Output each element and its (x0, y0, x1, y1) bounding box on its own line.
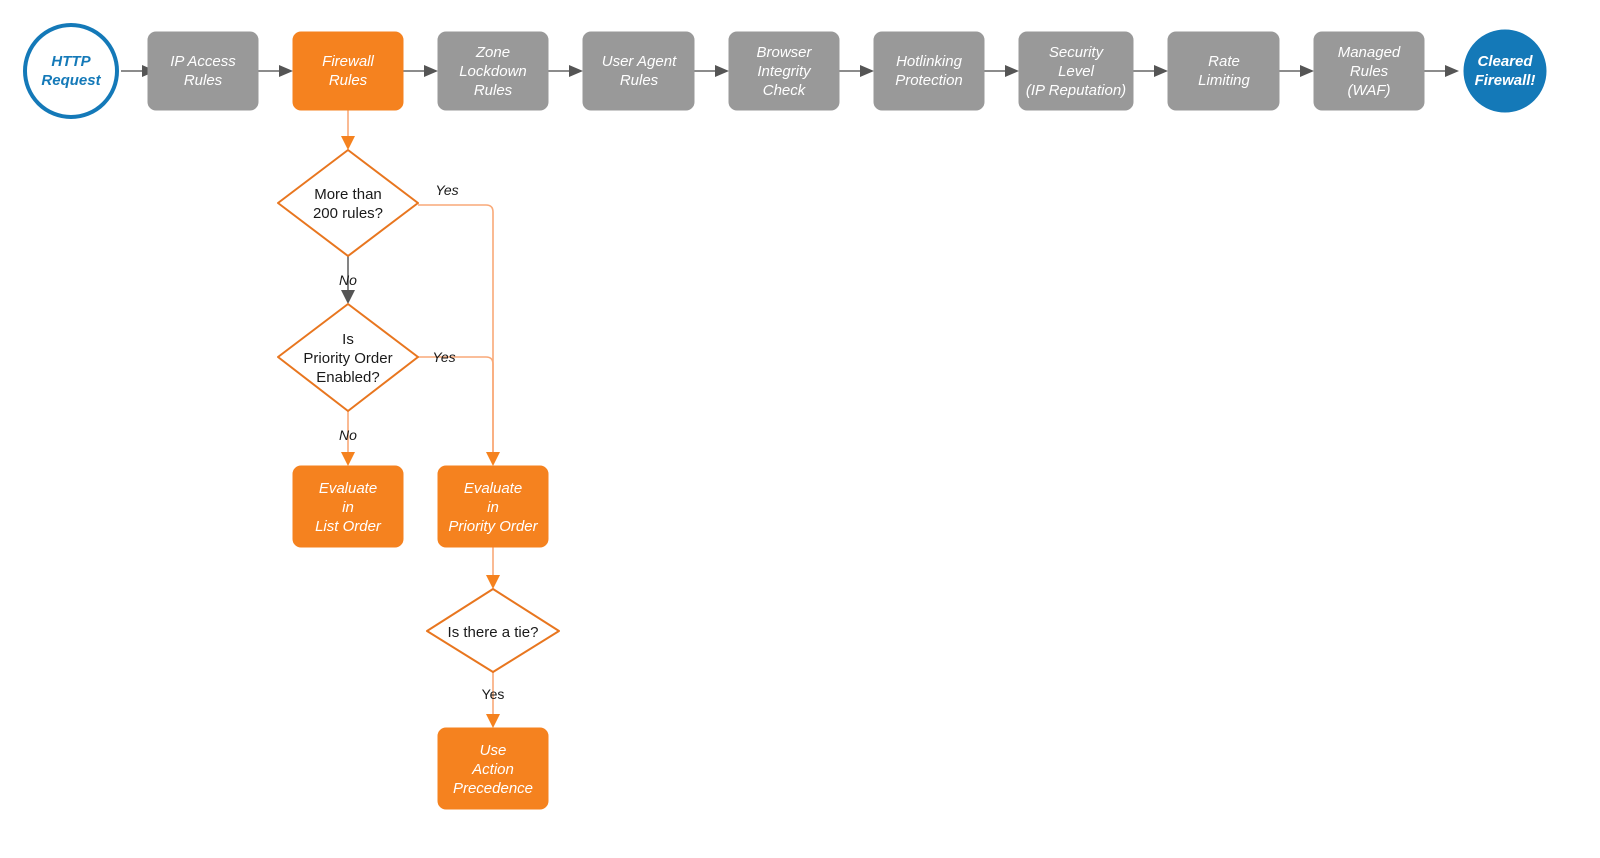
node-rate-limiting-line-1: Limiting (1198, 72, 1250, 89)
node-decision-priority-order-enabled[interactable]: Is Priority Order Enabled? (277, 303, 419, 412)
node-user-agent-rules[interactable]: User Agent Rules (582, 31, 695, 111)
node-managed-rules-waf-line-1: Rules (1350, 63, 1389, 80)
node-rate-limiting-line-0: Rate (1208, 53, 1240, 70)
node-browser-integrity-check[interactable]: Browser Integrity Check (728, 31, 840, 111)
node-cleared-firewall[interactable]: Cleared Firewall! (1463, 29, 1547, 113)
node-evaluate-in-list-order-line-1: in (342, 499, 354, 516)
node-decision-is-there-a-tie-line-0: Is there a tie? (448, 624, 539, 641)
node-cleared-firewall-line-0: Cleared (1477, 53, 1533, 70)
node-zone-lockdown-rules-line-2: Rules (474, 82, 513, 99)
node-user-agent-rules-line-1: Rules (620, 72, 659, 89)
arrowhead-zone-to-user-agent (569, 65, 583, 77)
arrowhead-managed-to-cleared (1445, 65, 1459, 77)
node-firewall-rules-line-0: Firewall (322, 53, 374, 70)
arrowhead-hotlinking-to-security (1005, 65, 1019, 77)
node-decision-more-than-200-rules-line-0: More than (314, 186, 382, 203)
node-decision-is-there-a-tie[interactable]: Is there a tie? (426, 588, 560, 673)
node-evaluate-in-priority-order-line-0: Evaluate (464, 480, 522, 497)
node-use-action-precedence-line-2: Precedence (453, 780, 533, 797)
node-evaluate-in-list-order[interactable]: Evaluate in List Order (292, 465, 404, 548)
arrowhead-user-agent-to-browser (715, 65, 729, 77)
arrowhead-decision2-no (341, 452, 355, 466)
node-browser-integrity-check-line-0: Browser (756, 44, 812, 61)
arrowhead-browser-to-hotlinking (860, 65, 874, 77)
node-evaluate-in-list-order-line-0: Evaluate (319, 480, 377, 497)
node-hotlinking-protection[interactable]: Hotlinking Protection (873, 31, 985, 111)
arrowhead-rate-to-managed (1300, 65, 1314, 77)
node-decision-priority-order-enabled-line-2: Enabled? (316, 369, 379, 386)
node-rate-limiting[interactable]: Rate Limiting (1167, 31, 1280, 111)
node-hotlinking-protection-line-1: Protection (895, 72, 963, 89)
edge-label-priority-yes: Yes (432, 349, 455, 365)
edge-labels: Yes No Yes No Yes (339, 182, 504, 702)
node-firewall-rules[interactable]: Firewall Rules (292, 31, 404, 111)
arrowhead-security-to-rate (1154, 65, 1168, 77)
node-ip-access-rules-line-1: Rules (184, 72, 223, 89)
node-security-level-line-2: (IP Reputation) (1026, 82, 1126, 99)
arrowhead-priority-to-tie (486, 575, 500, 589)
connector-decision2-yes (418, 356, 494, 452)
arrowhead-decision1-no (341, 290, 355, 304)
node-zone-lockdown-rules-line-1: Lockdown (459, 63, 527, 80)
node-browser-integrity-check-line-2: Check (763, 82, 807, 99)
arrowhead-firewall-to-zone (424, 65, 438, 77)
node-evaluate-in-list-order-line-2: List Order (315, 518, 382, 535)
branch-connectors (341, 110, 500, 728)
node-cleared-firewall-line-1: Firewall! (1475, 72, 1536, 89)
arrowhead-tie-yes (486, 714, 500, 728)
pipeline-connectors (121, 65, 1459, 77)
node-user-agent-rules-line-0: User Agent (602, 53, 677, 70)
edge-label-rules-no: No (339, 272, 357, 288)
node-decision-more-than-200-rules-line-1: 200 rules? (313, 205, 383, 222)
node-security-level-line-0: Security (1049, 44, 1105, 61)
node-use-action-precedence-line-0: Use (480, 742, 507, 759)
node-security-level[interactable]: Security Level (IP Reputation) (1018, 31, 1134, 111)
node-decision-priority-order-enabled-line-0: Is (342, 331, 354, 348)
node-managed-rules-waf-line-0: Managed (1338, 44, 1401, 61)
node-http-request-line-0: HTTP (51, 53, 91, 70)
node-evaluate-in-priority-order-line-2: Priority Order (448, 518, 538, 535)
node-evaluate-in-priority-order[interactable]: Evaluate in Priority Order (437, 465, 549, 548)
node-decision-more-than-200-rules[interactable]: More than 200 rules? (277, 149, 419, 257)
connector-decision1-yes (418, 204, 494, 452)
edge-label-tie-yes: Yes (482, 686, 505, 702)
node-zone-lockdown-rules-line-0: Zone (475, 44, 510, 61)
arrowhead-ip-access-to-firewall (279, 65, 293, 77)
node-http-request-line-1: Request (41, 72, 101, 89)
node-decision-priority-order-enabled-line-1: Priority Order (303, 350, 392, 367)
node-zone-lockdown-rules[interactable]: Zone Lockdown Rules (437, 31, 549, 111)
node-http-request[interactable]: HTTP Request (23, 23, 119, 119)
arrowhead-firewall-to-decision1 (341, 136, 355, 150)
node-ip-access-rules-line-0: IP Access (170, 53, 236, 70)
node-managed-rules-waf-line-2: (WAF) (1347, 82, 1390, 99)
node-managed-rules-waf[interactable]: Managed Rules (WAF) (1313, 31, 1425, 111)
node-hotlinking-protection-line-0: Hotlinking (896, 53, 963, 70)
node-security-level-line-1: Level (1058, 63, 1095, 80)
node-use-action-precedence[interactable]: Use Action Precedence (437, 727, 549, 810)
edge-label-priority-no: No (339, 427, 357, 443)
edge-label-rules-yes: Yes (435, 182, 458, 198)
node-browser-integrity-check-line-1: Integrity (757, 63, 812, 80)
node-use-action-precedence-line-1: Action (471, 761, 514, 778)
node-firewall-rules-line-1: Rules (329, 72, 368, 89)
node-ip-access-rules[interactable]: IP Access Rules (147, 31, 259, 111)
arrowhead-decision1-yes (486, 452, 500, 466)
node-evaluate-in-priority-order-line-1: in (487, 499, 499, 516)
